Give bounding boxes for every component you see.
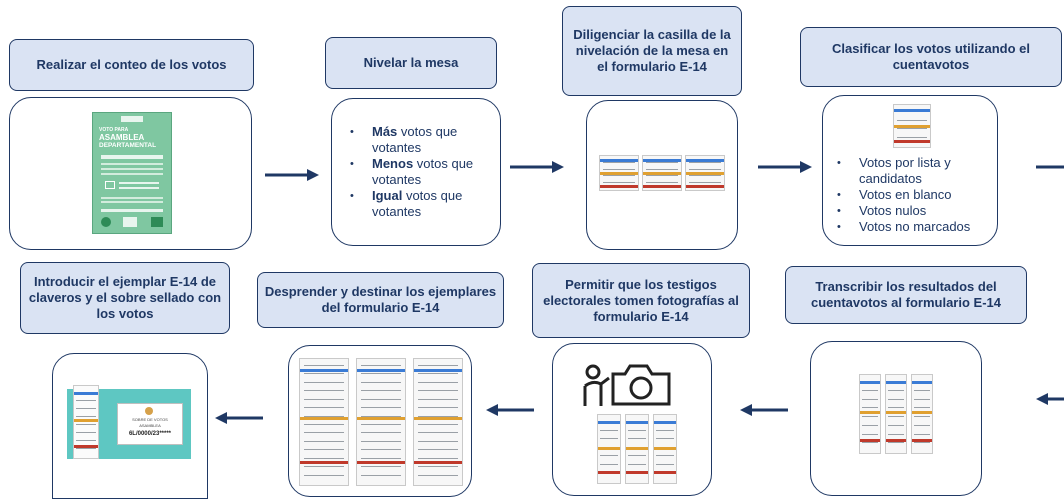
arrow-left-icon (215, 412, 263, 424)
form-e14-icon (599, 155, 639, 191)
step-box-8: SOBRE DE VOTOS ASAMBLEA 6L/0000/23***** (52, 353, 208, 499)
step-box-4: Votos por lista y candidatos Votos en bl… (822, 95, 998, 246)
step-title-1: Realizar el conteo de los votos (9, 39, 254, 91)
clasificar-list: Votos por lista y candidatos Votos en bl… (833, 155, 997, 235)
form-e14-icon (356, 358, 406, 486)
step-box-5 (810, 341, 982, 496)
arrow-left-icon (1036, 393, 1064, 405)
form-e14-icon (642, 155, 682, 191)
nivelar-item-menos: Menos votos que votantes (350, 156, 496, 188)
nivelar-item-igual: Igual votos que votantes (350, 188, 496, 220)
camera-person-icon (583, 364, 671, 406)
clasificar-item: Votos no marcados (837, 219, 997, 235)
step-box-6 (552, 343, 712, 496)
arrow-right-icon (758, 161, 812, 173)
envelope-line-2: ASAMBLEA (139, 423, 161, 428)
form-e14-icon (859, 374, 881, 454)
step-title-2: Nivelar la mesa (325, 37, 497, 89)
form-e14-icon (911, 374, 933, 454)
envelope-line-1: SOBRE DE VOTOS (132, 417, 168, 422)
form-e14-icon (885, 374, 907, 454)
nivelar-item-mas: Más votos que votantes (350, 124, 496, 156)
poster-line-3: DEPARTAMENTAL (99, 142, 157, 149)
step-title-6: Permitir que los testigos electorales to… (532, 263, 750, 338)
form-e14-icon (299, 358, 349, 486)
clasificar-item: Votos nulos (837, 203, 997, 219)
cuentavotos-sheet-icon (893, 104, 931, 148)
clasificar-item: Votos en blanco (837, 187, 997, 203)
ballot-poster: VOTO PARA ASAMBLEA DEPARTAMENTAL (92, 112, 172, 234)
step-box-7 (288, 345, 472, 497)
step-title-5: Transcribir los resultados del cuentavot… (785, 266, 1027, 324)
poster-line-1: VOTO PARA (99, 127, 129, 133)
arrow-right-icon (265, 169, 319, 181)
nivelar-list: Más votos que votantes Menos votos que v… (346, 124, 496, 220)
arrow-left-icon (486, 404, 534, 416)
step-title-8: Introducir el ejemplar E-14 de claveros … (20, 262, 230, 334)
step-box-3 (586, 100, 738, 250)
form-e14-icon (653, 414, 677, 484)
envelope-serial: 6L/0000/23***** (128, 431, 172, 437)
arrow-right-icon (510, 161, 564, 173)
clasificar-item: Votos por lista y candidatos (837, 155, 997, 187)
step-title-4: Clasificar los votos utilizando el cuent… (800, 27, 1062, 87)
step-box-2: Más votos que votantes Menos votos que v… (331, 98, 501, 246)
step-title-7: Desprender y destinar los ejemplares del… (257, 272, 504, 328)
form-e14-icon (685, 155, 725, 191)
form-e14-icon (625, 414, 649, 484)
step-box-1: VOTO PARA ASAMBLEA DEPARTAMENTAL (9, 97, 252, 250)
arrow-left-icon (740, 404, 788, 416)
step-title-3: Diligenciar la casilla de la nivelación … (562, 6, 742, 96)
arrow-right-icon (1036, 165, 1064, 169)
poster-line-2: ASAMBLEA (99, 133, 145, 142)
envelope-illustration: SOBRE DE VOTOS ASAMBLEA 6L/0000/23***** (67, 385, 191, 459)
form-e14-icon (597, 414, 621, 484)
form-e14-icon (413, 358, 463, 486)
